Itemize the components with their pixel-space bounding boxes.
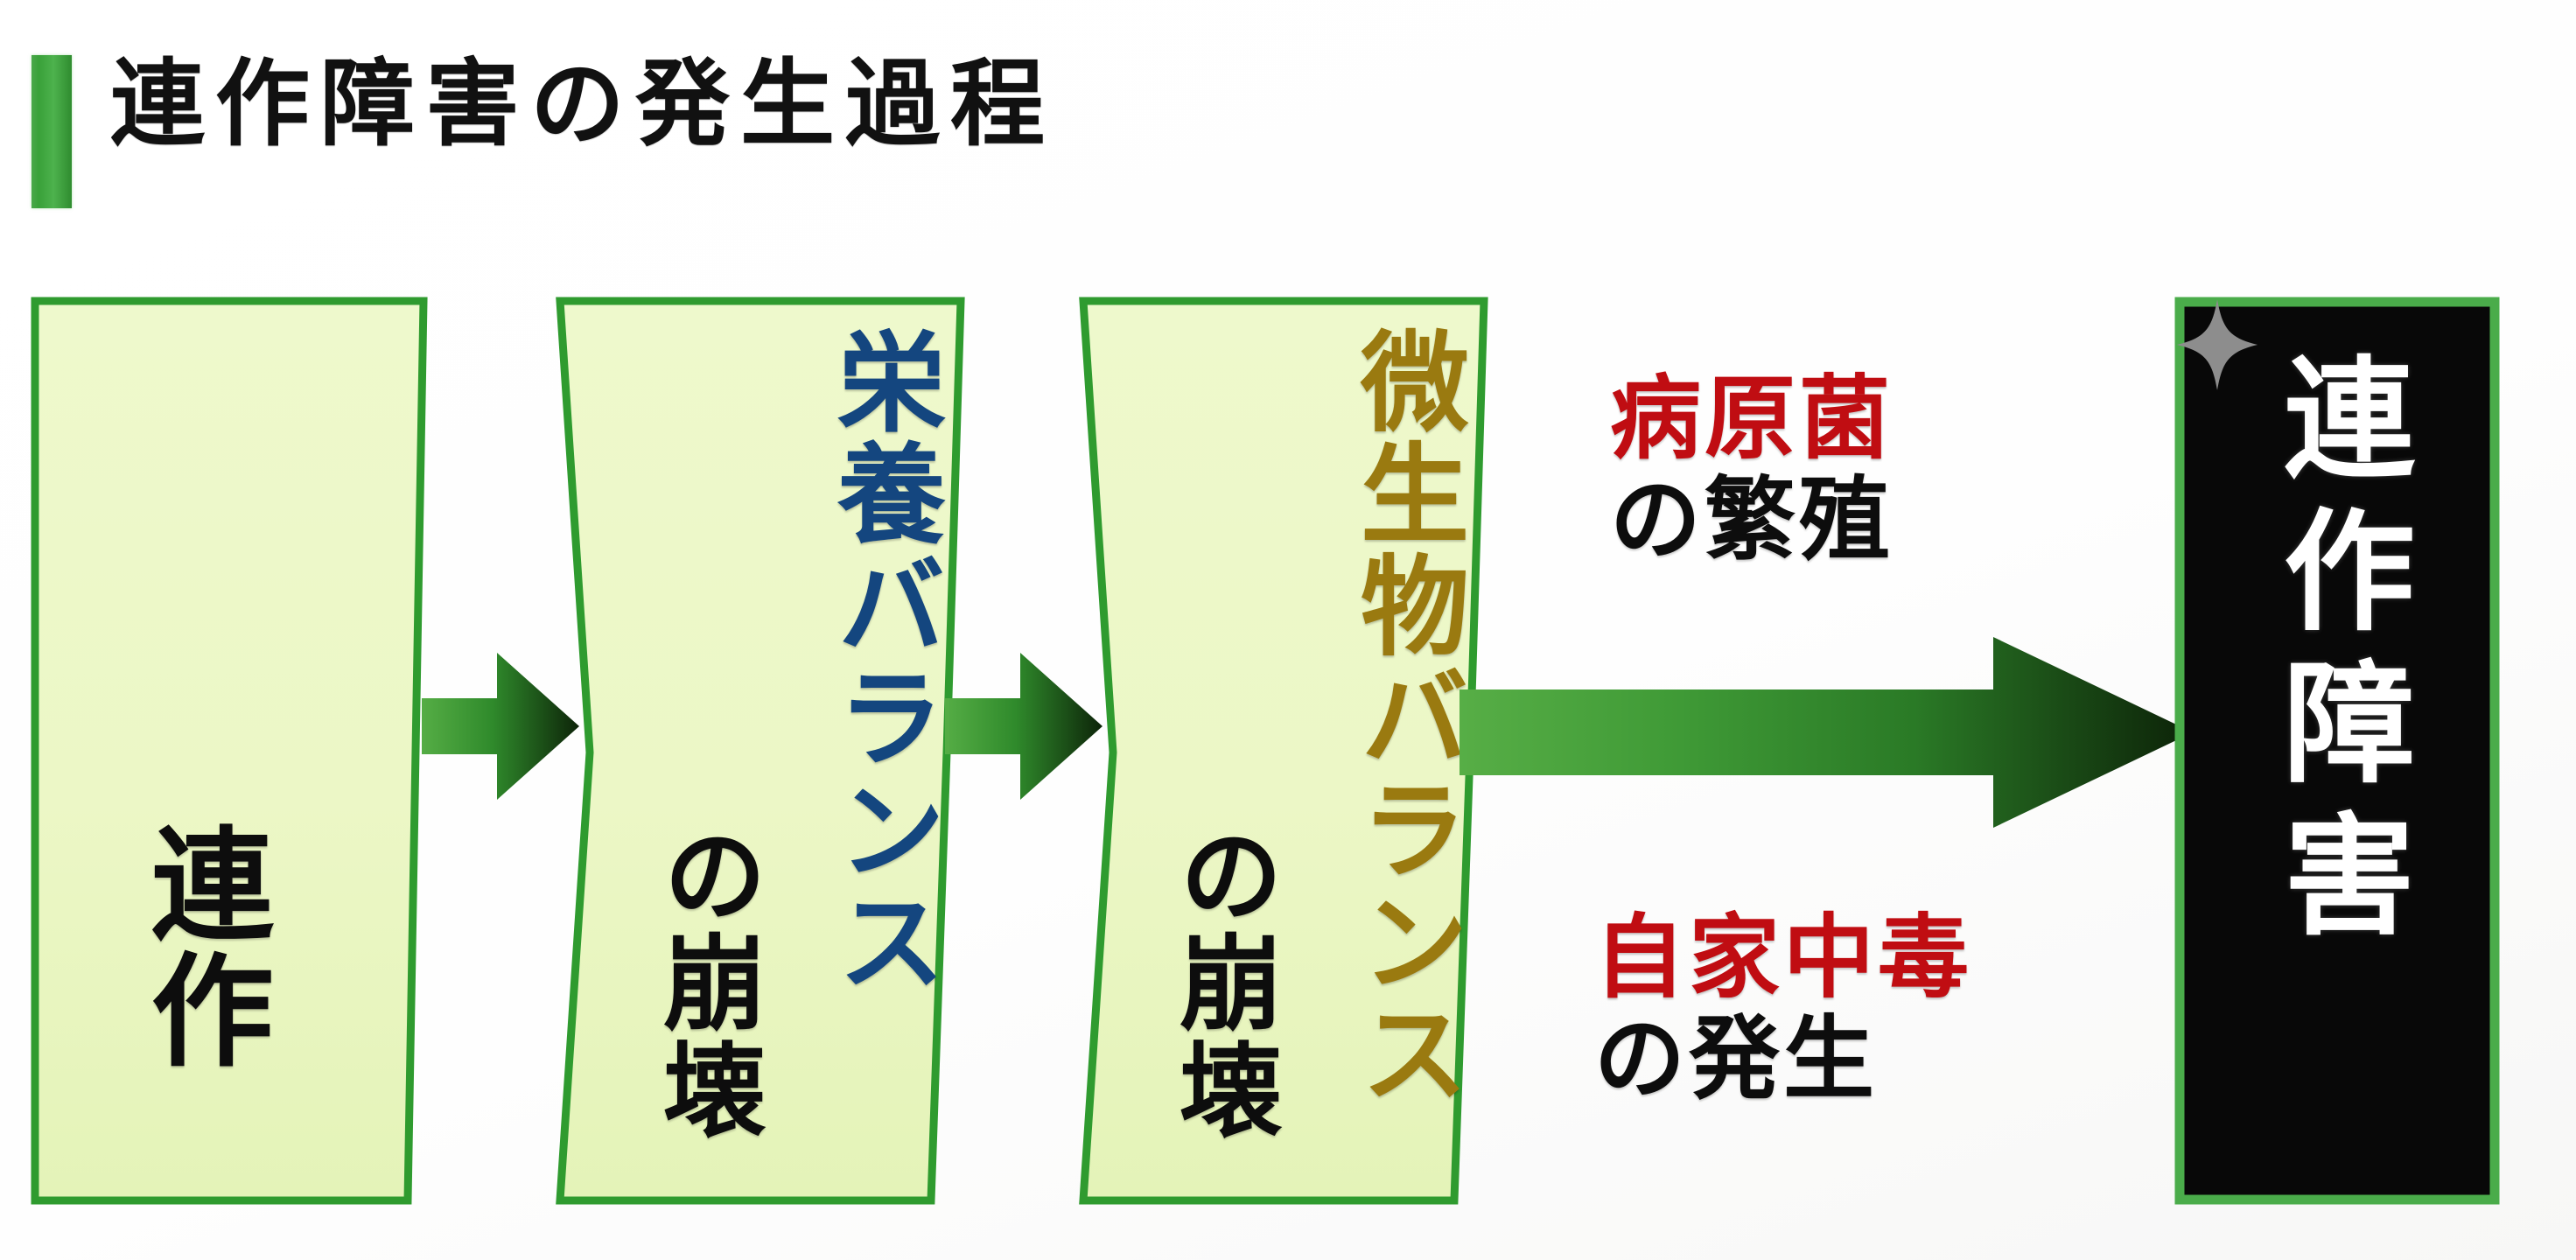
- stage-text-layer: 連作: [32, 298, 427, 1204]
- page-title: 連作障害の発生過程: [110, 50, 1056, 159]
- flow-result-replant-failure[interactable]: 連作障害: [2174, 297, 2500, 1205]
- stage-label-renask: 連作: [130, 821, 273, 1073]
- annotation-autotoxicity-occurrence: 自家中毒 の発生: [1594, 906, 1972, 1110]
- flow-stage-microbe-balance[interactable]: 微生物バランス の崩壊: [1078, 297, 1489, 1205]
- stage-label-nutrient-balance: 栄養バランス: [818, 326, 944, 998]
- stage-shape-chevron: [556, 297, 965, 1205]
- annotation-emphasis: 病原菌: [1610, 365, 1894, 472]
- result-shape-rect: [2174, 297, 2500, 1205]
- stage-label-microbe-balance: 微生物バランス: [1341, 326, 1467, 1110]
- annotation-pathogen-proliferation: 病原菌 の繁殖: [1610, 368, 1894, 571]
- annotation-rest: の繁殖: [1610, 466, 1894, 574]
- title-row: 連作障害の発生過程: [0, 0, 2576, 262]
- right-arrow-icon-2: [945, 648, 1102, 805]
- right-arrow-icon-1: [422, 648, 579, 805]
- result-text-layer: 連作障害: [2175, 298, 2499, 1204]
- long-right-arrow-icon: [1460, 632, 2193, 833]
- result-label: 連作障害: [2261, 350, 2414, 959]
- title-accent-bar: [32, 55, 72, 208]
- flow-stage-renask[interactable]: 連作: [31, 297, 428, 1205]
- stage-text-layer: 栄養バランス の崩壊: [555, 298, 966, 1204]
- stage-text-layer: 微生物バランス の崩壊: [1078, 298, 1489, 1204]
- stage-shape-chevron: [1079, 297, 1488, 1205]
- flow-stage-nutrient-balance[interactable]: 栄養バランス の崩壊: [555, 297, 966, 1205]
- annotation-emphasis: 自家中毒: [1594, 904, 1973, 1011]
- annotation-rest: の発生: [1594, 1005, 1879, 1113]
- stage-sublabel-collapse: の崩壊: [645, 822, 766, 1143]
- stage-sublabel-collapse: の崩壊: [1161, 822, 1283, 1143]
- stage-shape-tapered-rect: [31, 297, 428, 1205]
- sparkle-icon: [2176, 299, 2258, 390]
